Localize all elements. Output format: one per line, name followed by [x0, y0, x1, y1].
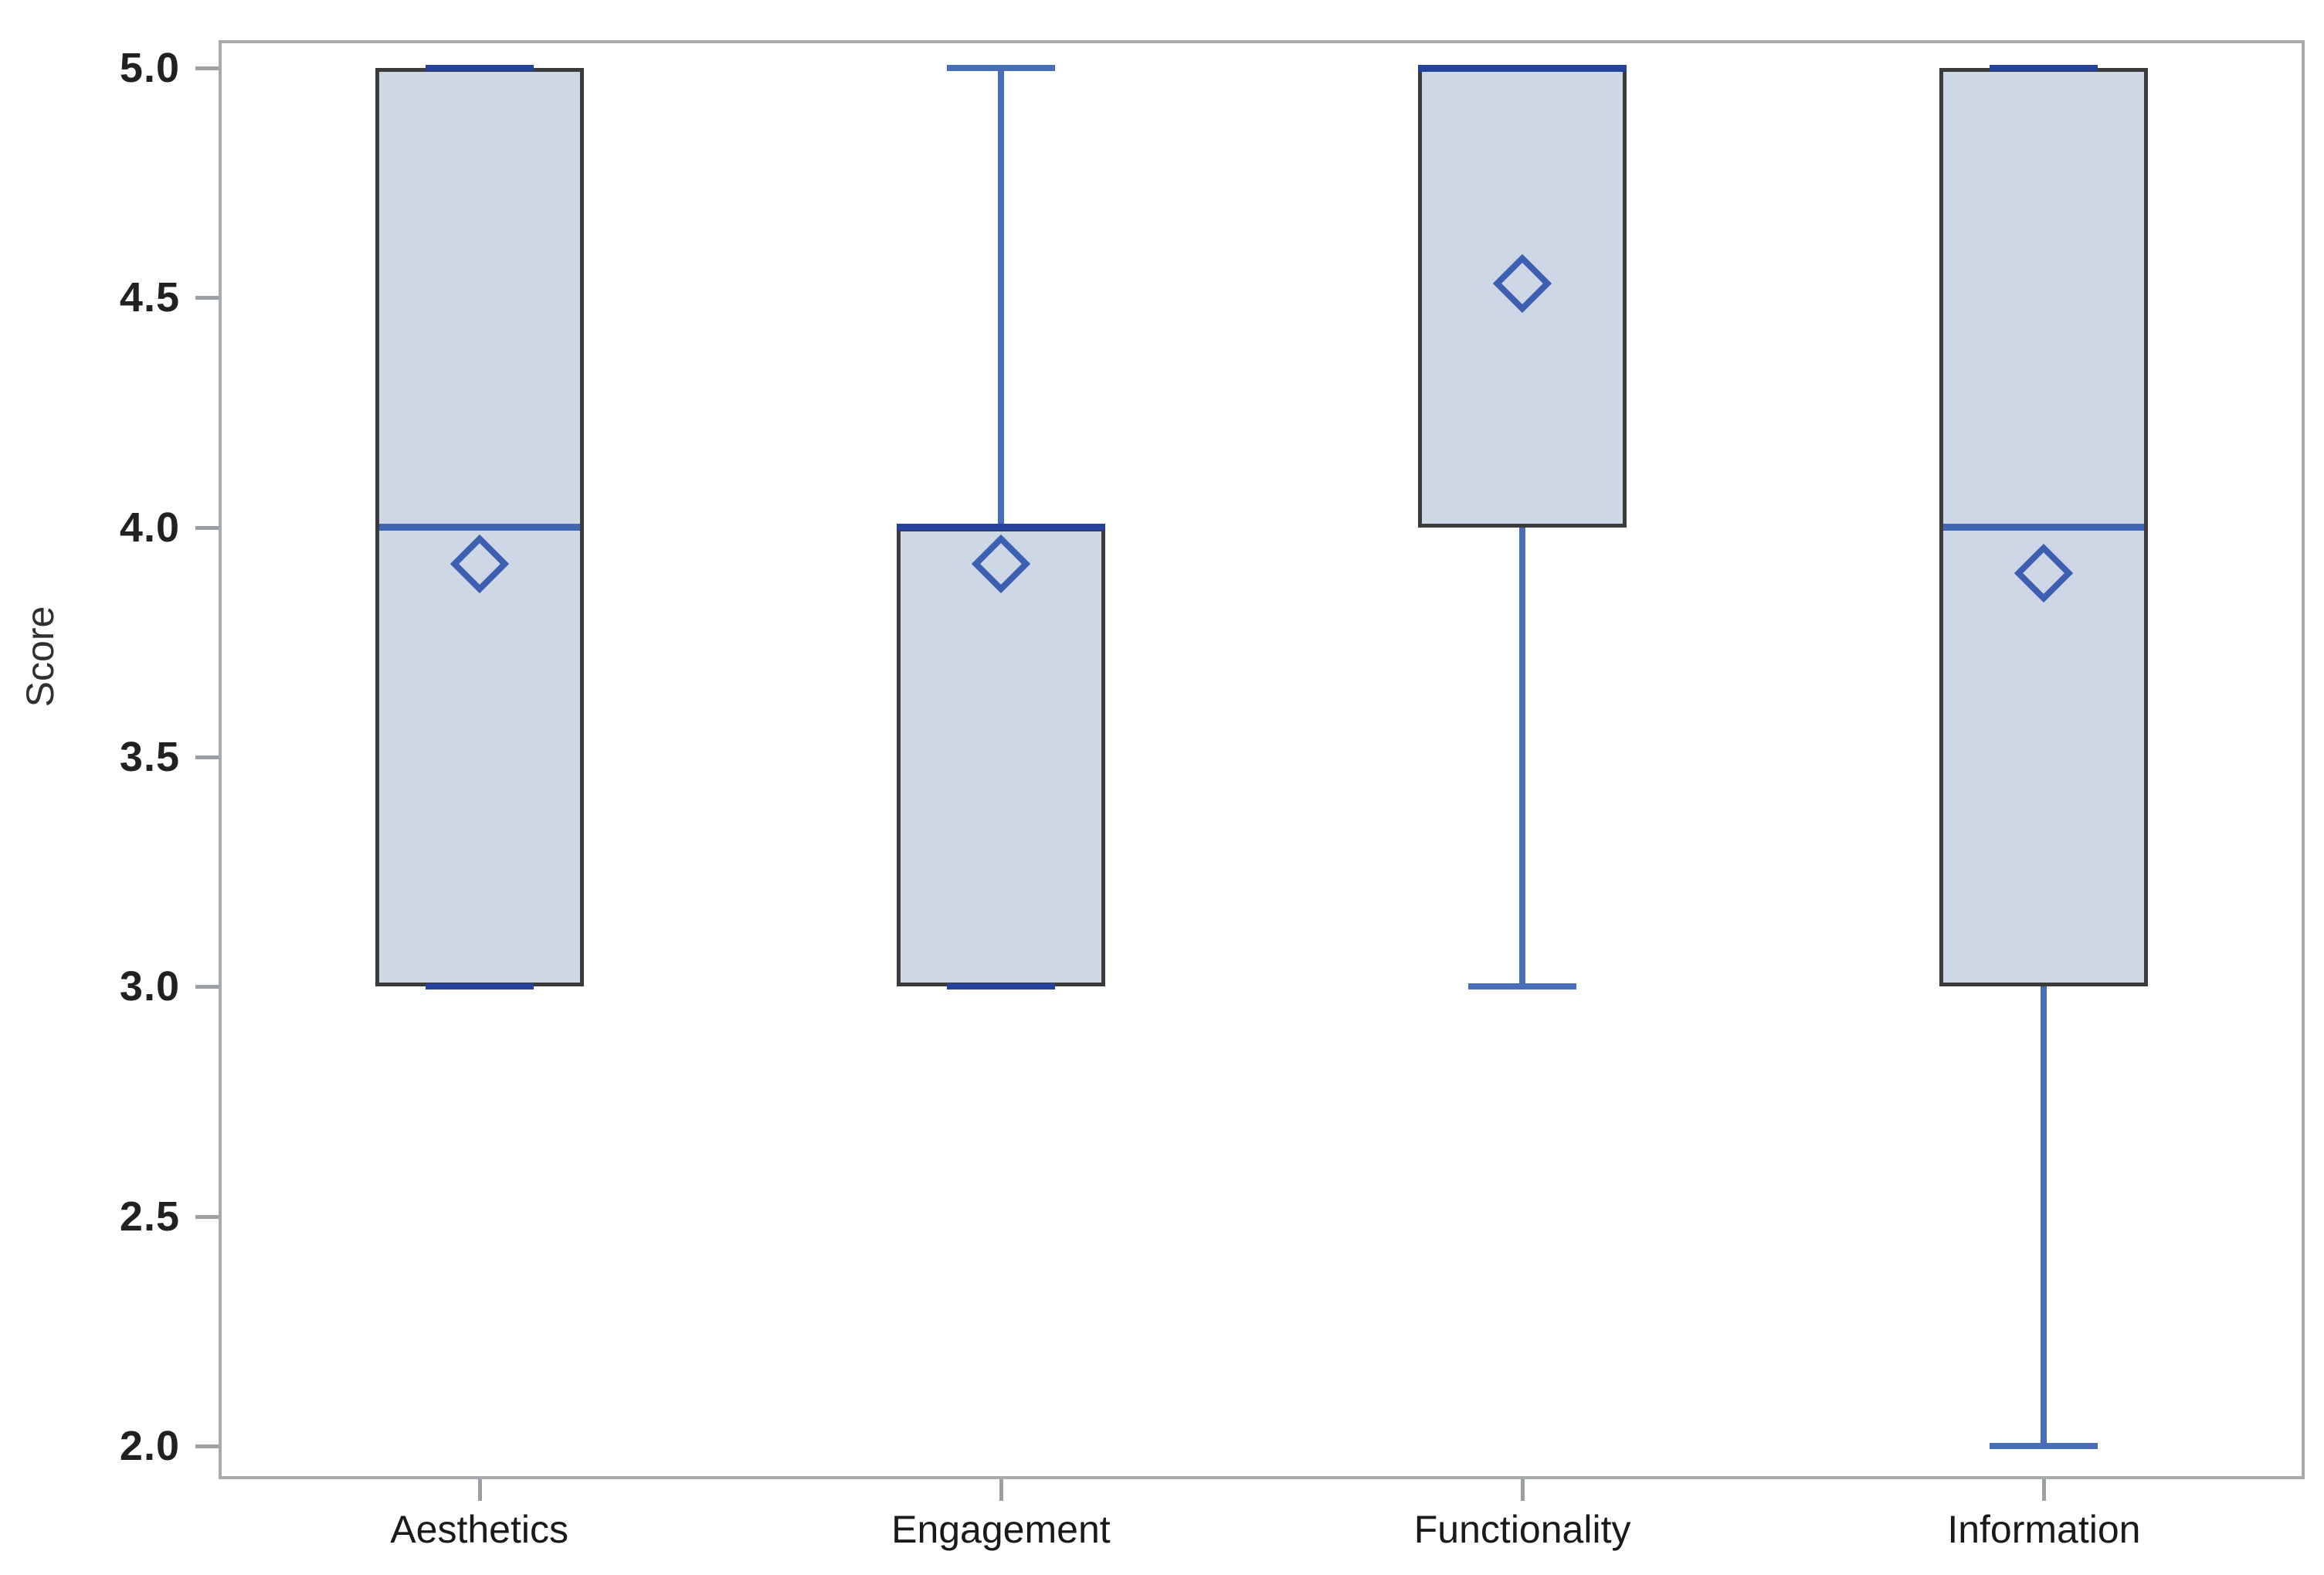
box-engagement [896, 527, 1105, 987]
whisker-lower-functionality [1519, 527, 1526, 987]
median-information [1943, 524, 2145, 531]
x-tick-aesthetics [477, 1479, 482, 1501]
y-tick [195, 66, 219, 70]
x-tick-engagement [999, 1479, 1003, 1501]
y-tick-label-2.5: 2.5 [119, 1193, 180, 1240]
median-edge-engagement [896, 524, 1105, 531]
x-tick-label-functionality: Functionality [1413, 1508, 1631, 1551]
whisker-cap-upper-information [1990, 65, 2098, 71]
whisker-lower-information [2041, 986, 2047, 1446]
x-tick-information [2042, 1479, 2047, 1501]
y-tick [195, 525, 219, 530]
y-tick [195, 1444, 219, 1448]
whisker-cap-upper-engagement [946, 65, 1055, 71]
whisker-cap-upper-functionality [1468, 65, 1577, 71]
y-tick [195, 755, 219, 759]
y-tick-label-5.0: 5.0 [119, 45, 180, 91]
whisker-cap-upper-aesthetics [425, 65, 534, 71]
box-functionality [1418, 68, 1627, 528]
y-tick-label-4.0: 4.0 [119, 504, 180, 551]
x-tick-label-engagement: Engagement [891, 1508, 1111, 1551]
whisker-cap-lower-aesthetics [425, 983, 534, 990]
whisker-cap-lower-information [1990, 1443, 2098, 1449]
x-tick-label-information: Information [1947, 1508, 2141, 1551]
y-tick-label-2.0: 2.0 [119, 1423, 180, 1469]
y-tick [195, 985, 219, 989]
y-tick-label-3.0: 3.0 [119, 963, 180, 1010]
plot-area-frame [219, 40, 2305, 1479]
x-tick-functionality [1521, 1479, 1525, 1501]
y-tick [195, 1214, 219, 1219]
y-tick-label-3.5: 3.5 [119, 734, 180, 780]
y-tick [195, 296, 219, 300]
whisker-upper-engagement [997, 68, 1004, 528]
x-tick-label-aesthetics: Aesthetics [390, 1508, 568, 1551]
whisker-cap-lower-functionality [1468, 983, 1577, 990]
whisker-cap-lower-engagement [946, 983, 1055, 990]
median-aesthetics [378, 524, 580, 531]
y-tick-label-4.5: 4.5 [119, 274, 180, 321]
